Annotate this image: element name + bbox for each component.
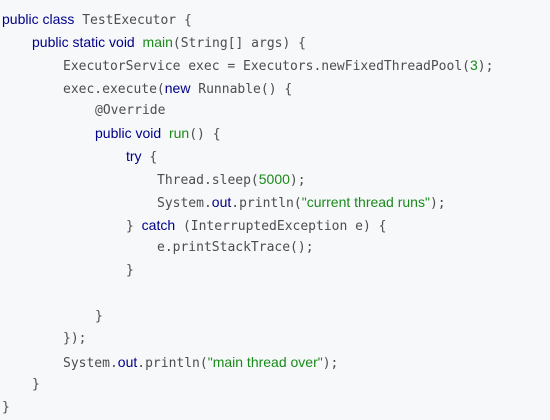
keyword: try [126, 148, 142, 165]
string-literal: "main thread over" [207, 354, 323, 371]
keyword: catch [141, 217, 176, 234]
code-text: Runnable() { [190, 81, 293, 97]
code-text: ExecutorService exec = Executors.newFixe… [63, 58, 470, 74]
code-text: ); [477, 58, 494, 74]
code-line-14: } [0, 306, 550, 329]
code-text: e.printStackTrace(); [157, 239, 314, 255]
code-text: .println( [137, 356, 208, 372]
number-literal: 3 [470, 56, 478, 73]
code-text: () { [189, 127, 221, 143]
code-line-2: public static void main(String[] args) { [0, 31, 550, 54]
keyword: public void [95, 125, 162, 142]
code-line-11: e.printStackTrace(); [0, 237, 550, 260]
number-literal: 5000 [258, 171, 290, 188]
code-text: } [95, 308, 103, 324]
keyword: new [164, 79, 191, 96]
code-text: ); [322, 356, 339, 372]
code-text: System. [157, 196, 212, 212]
code-text: } [126, 219, 142, 235]
code-text: }); [63, 331, 87, 347]
keyword: public class [2, 11, 75, 27]
string-literal: "current thread runs" [301, 194, 430, 211]
code-text: ); [289, 173, 306, 189]
code-text: } [2, 400, 10, 416]
space [161, 127, 169, 142]
code-text: } [32, 377, 40, 393]
keyword: public static void [32, 33, 135, 50]
code-text: Thread.sleep( [157, 173, 259, 189]
space [135, 36, 143, 51]
field-name: out [117, 354, 138, 371]
field-name: out [211, 194, 232, 211]
method-name: main [142, 33, 173, 50]
code-text: exec.execute( [63, 81, 165, 97]
code-line-9: System.out.println("current thread runs"… [0, 191, 550, 214]
annotation: @Override [95, 102, 166, 118]
code-line-1: public class TestExecutor { [0, 8, 550, 31]
code-text: (InterruptedException e) { [175, 219, 387, 235]
code-line-5: @Override [0, 100, 550, 123]
method-name: run [168, 125, 190, 142]
code-line-13 [0, 283, 550, 306]
code-line-17: } [0, 374, 550, 397]
code-line-18: } [0, 397, 550, 420]
code-text: ); [429, 196, 446, 212]
code-text: { [141, 150, 158, 166]
code-text: .println( [231, 196, 302, 212]
code-line-7: try { [0, 145, 550, 168]
code-line-15: }); [0, 328, 550, 351]
code-line-6: public void run() { [0, 122, 550, 145]
code-line-10: } catch (InterruptedException e) { [0, 214, 550, 237]
code-line-8: Thread.sleep(5000); [0, 168, 550, 191]
method-signature: (String[] args) { [172, 35, 306, 51]
code-line-4: exec.execute(new Runnable() { [0, 77, 550, 100]
code-line-16: System.out.println("main thread over"); [0, 351, 550, 374]
code-text: System. [63, 356, 118, 372]
code-line-3: ExecutorService exec = Executors.newFixe… [0, 54, 550, 77]
code-text: } [126, 262, 134, 278]
class-declaration: TestExecutor { [74, 13, 192, 28]
code-line-12: } [0, 260, 550, 283]
